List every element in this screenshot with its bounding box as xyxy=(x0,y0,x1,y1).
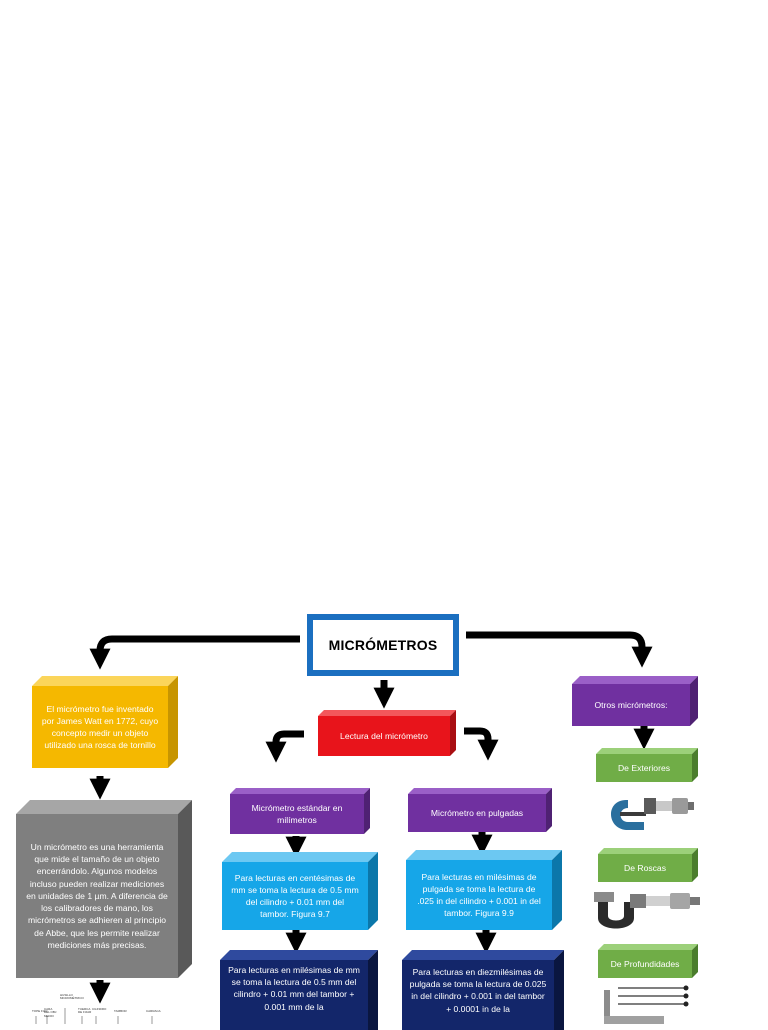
diagram-label-2: CARA DEL OBJ MEDIO xyxy=(44,1008,58,1018)
definition-text: Un micrómetro es una herramienta que mid… xyxy=(16,814,178,978)
type-profundidades-box: De Profundidades xyxy=(598,944,698,978)
type-exteriores-box: De Exteriores xyxy=(596,748,698,782)
micrometer-parts-diagram: TOPE FIJO CARA DEL OBJ MEDIO HUSILLO MIC… xyxy=(30,994,190,1024)
roscas-micrometer-image xyxy=(594,888,704,936)
arrow-lectura-right xyxy=(464,731,488,748)
type-roscas-box: De Roscas xyxy=(598,848,698,882)
diagram-label-3: HUSILLO MICROMÉTRICO xyxy=(60,994,86,1001)
diagram-label-6: TAMBOR xyxy=(114,1010,127,1013)
arrow-title-left xyxy=(100,639,300,657)
inch-ten-thousandths-text: Para lecturas en diezmilésimas de pulgad… xyxy=(402,964,554,1028)
inch-thousandths-text: Para lecturas en milésimas de pulgada se… xyxy=(406,860,552,930)
definition-box: Un micrómetro es una herramienta que mid… xyxy=(16,800,192,978)
type-exteriores-text: De Exteriores xyxy=(596,754,692,782)
profundidades-micrometer-image xyxy=(600,984,696,1024)
standard-title-text: Micrómetro estándar en milímetros xyxy=(230,794,364,834)
standard-thousandths-text: Para lecturas en milésimas de mm se toma… xyxy=(220,962,368,1028)
diagram-label-7: CARRACA xyxy=(146,1010,161,1013)
inch-thousandths-box: Para lecturas en milésimas de pulgada se… xyxy=(406,850,562,930)
inch-ten-thousandths-box: Para lecturas en diezmilésimas de pulgad… xyxy=(402,950,564,1030)
others-box: Otros micrómetros: xyxy=(572,676,698,726)
standard-title-box: Micrómetro estándar en milímetros xyxy=(230,788,370,834)
diagram-label-5: CILINDRO xyxy=(92,1008,106,1011)
arrow-title-right xyxy=(466,635,642,655)
history-text: El micrómetro fue inventado por James Wa… xyxy=(32,686,168,768)
exteriores-micrometer-image xyxy=(604,790,696,836)
inch-title-box: Micrómetro en pulgadas xyxy=(408,788,552,832)
inch-title-text: Micrómetro en pulgadas xyxy=(408,794,546,832)
type-roscas-text: De Roscas xyxy=(598,854,692,882)
standard-thousandths-box: Para lecturas en milésimas de mm se toma… xyxy=(220,950,378,1030)
type-profundidades-text: De Profundidades xyxy=(598,950,692,978)
standard-hundredths-text: Para lecturas en centésimas de mm se tom… xyxy=(222,862,368,930)
history-box: El micrómetro fue inventado por James Wa… xyxy=(32,676,178,768)
others-text: Otros micrómetros: xyxy=(572,684,690,726)
reading-box: Lectura del micrómetro xyxy=(318,710,456,756)
reading-text: Lectura del micrómetro xyxy=(318,716,450,756)
arrow-lectura-left xyxy=(276,734,304,750)
standard-hundredths-box: Para lecturas en centésimas de mm se tom… xyxy=(222,852,378,930)
